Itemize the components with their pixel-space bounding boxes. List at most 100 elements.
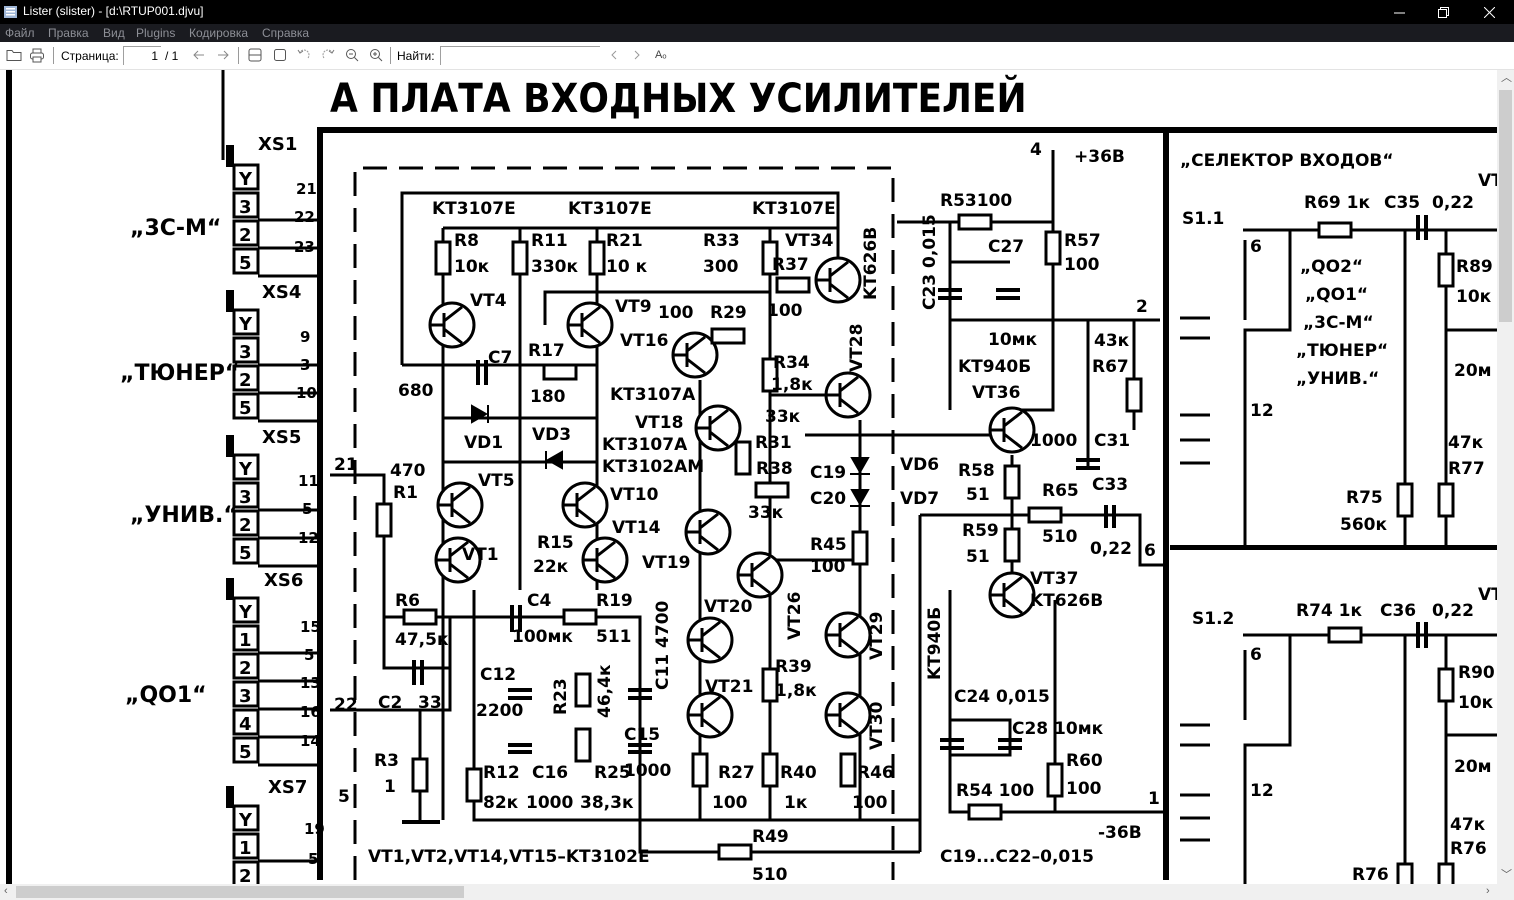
match-case-button[interactable]: Aₒ (655, 49, 667, 61)
xs1-source-label: „3С-М“ (130, 216, 221, 241)
zoom-out-button[interactable] (343, 46, 361, 64)
find-prev-button[interactable] (606, 46, 622, 64)
component-label-n1: 1 (1148, 789, 1160, 809)
page-current: 1 (151, 49, 158, 63)
resistor-symbol (1327, 626, 1363, 644)
component-label-r37v: 100 (767, 301, 803, 321)
scroll-left-icon[interactable]: ‹ (4, 885, 8, 897)
connector-pin (232, 596, 260, 624)
component-label-n5: 5 (338, 787, 350, 807)
rotate-right-button[interactable] (319, 46, 337, 64)
xs1-label: XS1 (258, 134, 297, 155)
fit-page-button[interactable] (271, 46, 289, 64)
connector-pin (232, 453, 260, 481)
capacitor-c4 (510, 605, 522, 632)
prev-page-button[interactable] (191, 46, 207, 64)
vertical-scroll-thumb[interactable] (1499, 90, 1512, 322)
component-label-p6b: 6 (1250, 645, 1262, 665)
component-label-r77: R77 (1448, 459, 1485, 479)
component-label-s11: S1.1 (1182, 209, 1224, 229)
connector-pin-label: Y (238, 169, 253, 190)
component-label-kt3107a1: KT3107A (610, 385, 696, 405)
connector-pin-label: 5 (239, 742, 252, 763)
menu-encoding[interactable]: Кодировка (189, 26, 249, 40)
resistor-symbol (775, 276, 811, 294)
restore-button[interactable] (1420, 0, 1466, 24)
component-label-vt18: VT18 (635, 413, 683, 433)
component-label-r23: R23 (551, 678, 571, 715)
component-label-r90v: 10к (1458, 693, 1494, 713)
arrow-left-icon (193, 50, 204, 60)
component-label-sel5: „УНИВ.“ (1296, 369, 1379, 389)
menu-file[interactable]: Файл (5, 26, 35, 40)
connector-pin-label: 2 (239, 658, 252, 679)
restore-icon (1437, 6, 1449, 18)
find-input[interactable] (440, 46, 600, 65)
transistor-leads (738, 555, 771, 595)
connector-pin (232, 308, 260, 336)
transistor-leads (696, 408, 729, 448)
diode-vd1 (471, 404, 489, 424)
component-label-r69: R69 1к (1304, 193, 1370, 213)
connector-pin (232, 624, 260, 652)
next-page-button[interactable] (215, 46, 231, 64)
capacitor-c33 (1104, 505, 1116, 528)
menu-help[interactable]: Справка (262, 26, 310, 40)
connector-pin-label: 2 (239, 515, 252, 536)
component-label-v33k: 33к (765, 407, 801, 427)
component-label-r19v: 511 (596, 627, 632, 647)
menu-view[interactable]: Вид (103, 26, 125, 40)
print-button[interactable] (28, 46, 46, 64)
component-label-c2: C2 (378, 693, 402, 713)
open-button[interactable] (5, 46, 23, 64)
component-label-r11v: 330к (531, 257, 578, 277)
find-label: Найти: (397, 49, 435, 63)
component-label-r12v: 82к (483, 793, 519, 813)
menu-edit[interactable]: Правка (48, 26, 89, 40)
component-label-r46v: 100 (852, 793, 888, 813)
component-label-r6v: 47,5к (395, 630, 449, 650)
transistor-leads (686, 512, 719, 552)
component-label-r76b: R76 (1352, 865, 1389, 884)
close-button[interactable] (1466, 0, 1512, 24)
component-label-note1: VT1,VT2,VT14,VT15–KT3102E (368, 847, 650, 867)
horizontal-scroll-thumb[interactable] (16, 886, 464, 898)
page-number-input[interactable]: 1 (123, 46, 161, 65)
component-label-vt26: VT26 (785, 592, 805, 640)
component-label-c2v: 33 (418, 693, 442, 713)
rotate-left-button[interactable] (295, 46, 313, 64)
resistor-symbol (542, 363, 578, 381)
window-title: Lister (slister) - [d:\RTUP001.djvu] (23, 4, 204, 18)
resistor-symbol (1003, 527, 1021, 563)
component-label-p6: 6 (1250, 237, 1262, 257)
capacitor-c23 (938, 288, 962, 300)
horizontal-scrollbar[interactable]: ‹ › (0, 884, 1497, 900)
title-bar: Lister (slister) - [d:\RTUP001.djvu] (0, 0, 1514, 24)
scroll-up-icon[interactable]: ︿ (1501, 72, 1512, 84)
resistor-symbol (754, 481, 790, 499)
scrollbar-corner (1497, 884, 1514, 900)
component-label-kt3102am: KT3102AM (602, 457, 704, 477)
menu-plugins[interactable]: Plugins (136, 26, 176, 40)
component-label-c19: C19 (810, 463, 846, 483)
scroll-right-icon[interactable]: › (1486, 885, 1490, 897)
component-label-r17v: 180 (530, 387, 566, 407)
wire-number: 9 (300, 328, 310, 346)
component-label-kt626b: KT626B (861, 227, 881, 300)
resistor-symbol (1046, 762, 1064, 798)
connector-pin (232, 860, 260, 884)
arrow-right-icon (218, 50, 229, 60)
find-next-button[interactable] (629, 46, 645, 64)
component-label-r40: R40 (780, 763, 817, 783)
resistor-symbol (1027, 506, 1063, 524)
component-label-v20mk2: 20м (1454, 757, 1492, 777)
vertical-scrollbar[interactable]: ︿ ﹀ (1497, 70, 1514, 884)
component-label-r60: R60 (1066, 751, 1103, 771)
component-label-r34: R34 (773, 353, 810, 373)
minimize-button[interactable] (1376, 0, 1422, 24)
zoom-in-button[interactable] (367, 46, 385, 64)
fit-width-button[interactable] (246, 46, 264, 64)
connector-body (226, 786, 234, 808)
scroll-down-icon[interactable]: ﹀ (1501, 869, 1512, 881)
component-label-r34v: 1,8к (771, 375, 813, 395)
